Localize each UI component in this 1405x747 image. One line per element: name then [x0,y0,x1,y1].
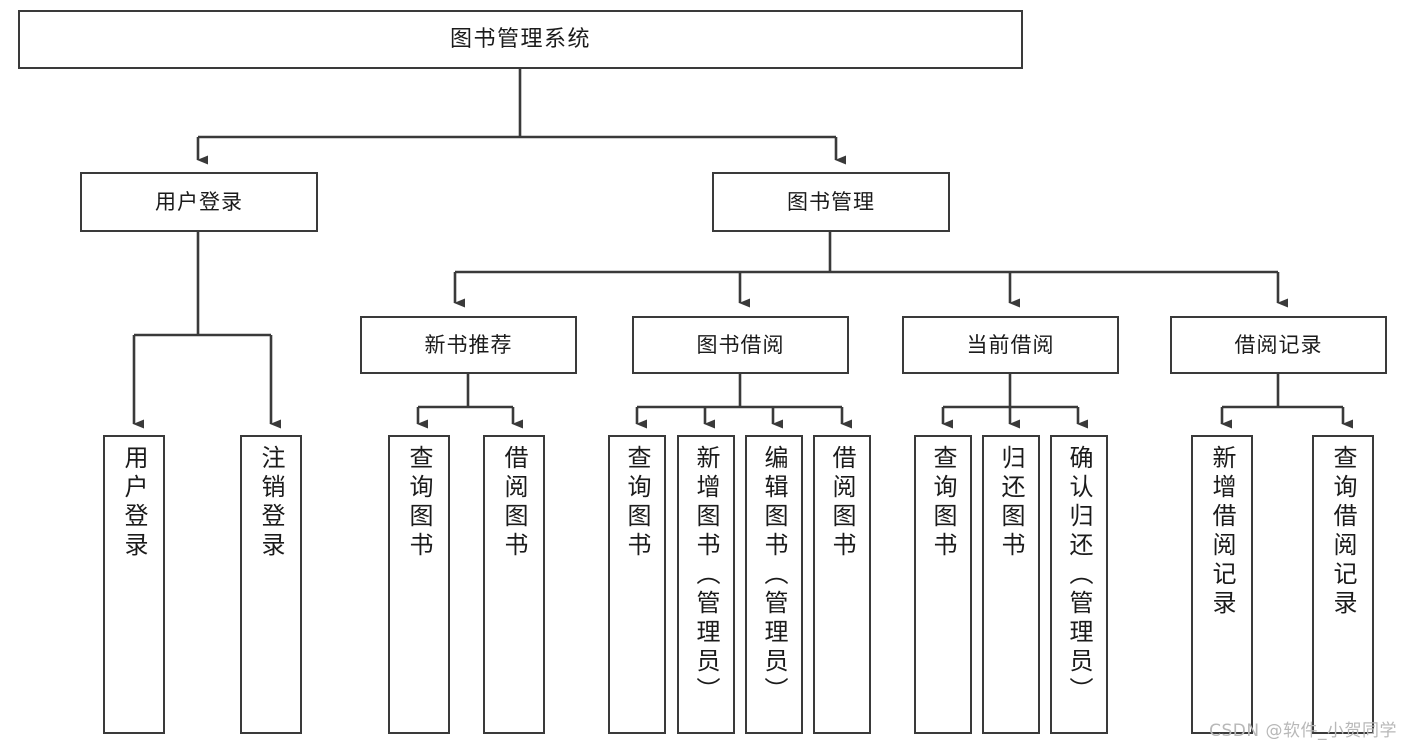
leaf-query-book-recommend[interactable]: 查询图书 [388,435,450,734]
node-label: 用户登录 [120,445,148,561]
node-label: 当前借阅 [966,332,1055,357]
node-book-borrow[interactable]: 图书借阅 [632,316,849,374]
node-label: 图书管理 [787,189,875,214]
leaf-add-borrow-record[interactable]: 新增借阅记录 [1191,435,1253,734]
node-label: 图书借阅 [696,332,785,357]
node-label: 查询借阅记录 [1329,445,1357,619]
node-label: 查询图书 [929,445,957,561]
leaf-return-book[interactable]: 归还图书 [982,435,1040,734]
leaf-add-book-admin[interactable]: 新增图书（管理员） [677,435,735,734]
node-label: 新增图书（管理员） [692,445,720,706]
leaf-query-borrow-record[interactable]: 查询借阅记录 [1312,435,1374,734]
leaf-query-book-current[interactable]: 查询图书 [914,435,972,734]
leaf-borrow-book[interactable]: 借阅图书 [813,435,871,734]
leaf-query-book-borrow[interactable]: 查询图书 [608,435,666,734]
node-new-book-recommend[interactable]: 新书推荐 [360,316,577,374]
node-label: 借阅图书 [500,445,528,561]
leaf-confirm-return-admin[interactable]: 确认归还（管理员） [1050,435,1108,734]
node-label: 用户登录 [155,189,243,214]
leaf-user-login[interactable]: 用户登录 [103,435,165,734]
node-label: 编辑图书（管理员） [760,445,788,706]
leaf-edit-book-admin[interactable]: 编辑图书（管理员） [745,435,803,734]
node-label: 归还图书 [997,445,1025,561]
leaf-borrow-book-recommend[interactable]: 借阅图书 [483,435,545,734]
node-label: 确认归还（管理员） [1065,445,1093,706]
node-borrow-record[interactable]: 借阅记录 [1170,316,1387,374]
node-label: 查询图书 [623,445,651,561]
node-root-system[interactable]: 图书管理系统 [18,10,1023,69]
node-label: 新增借阅记录 [1208,445,1236,619]
csdn-watermark: CSDN @软件_小贺同学 [1209,721,1397,741]
node-label: 图书管理系统 [449,26,591,52]
node-current-borrow[interactable]: 当前借阅 [902,316,1119,374]
node-label: 借阅图书 [828,445,856,561]
leaf-logout-login[interactable]: 注销登录 [240,435,302,734]
node-label: 新书推荐 [424,332,513,357]
node-label: 注销登录 [257,445,285,561]
node-label: 借阅记录 [1234,332,1323,357]
node-label: 查询图书 [405,445,433,561]
node-user-login[interactable]: 用户登录 [80,172,318,232]
node-book-management[interactable]: 图书管理 [712,172,950,232]
